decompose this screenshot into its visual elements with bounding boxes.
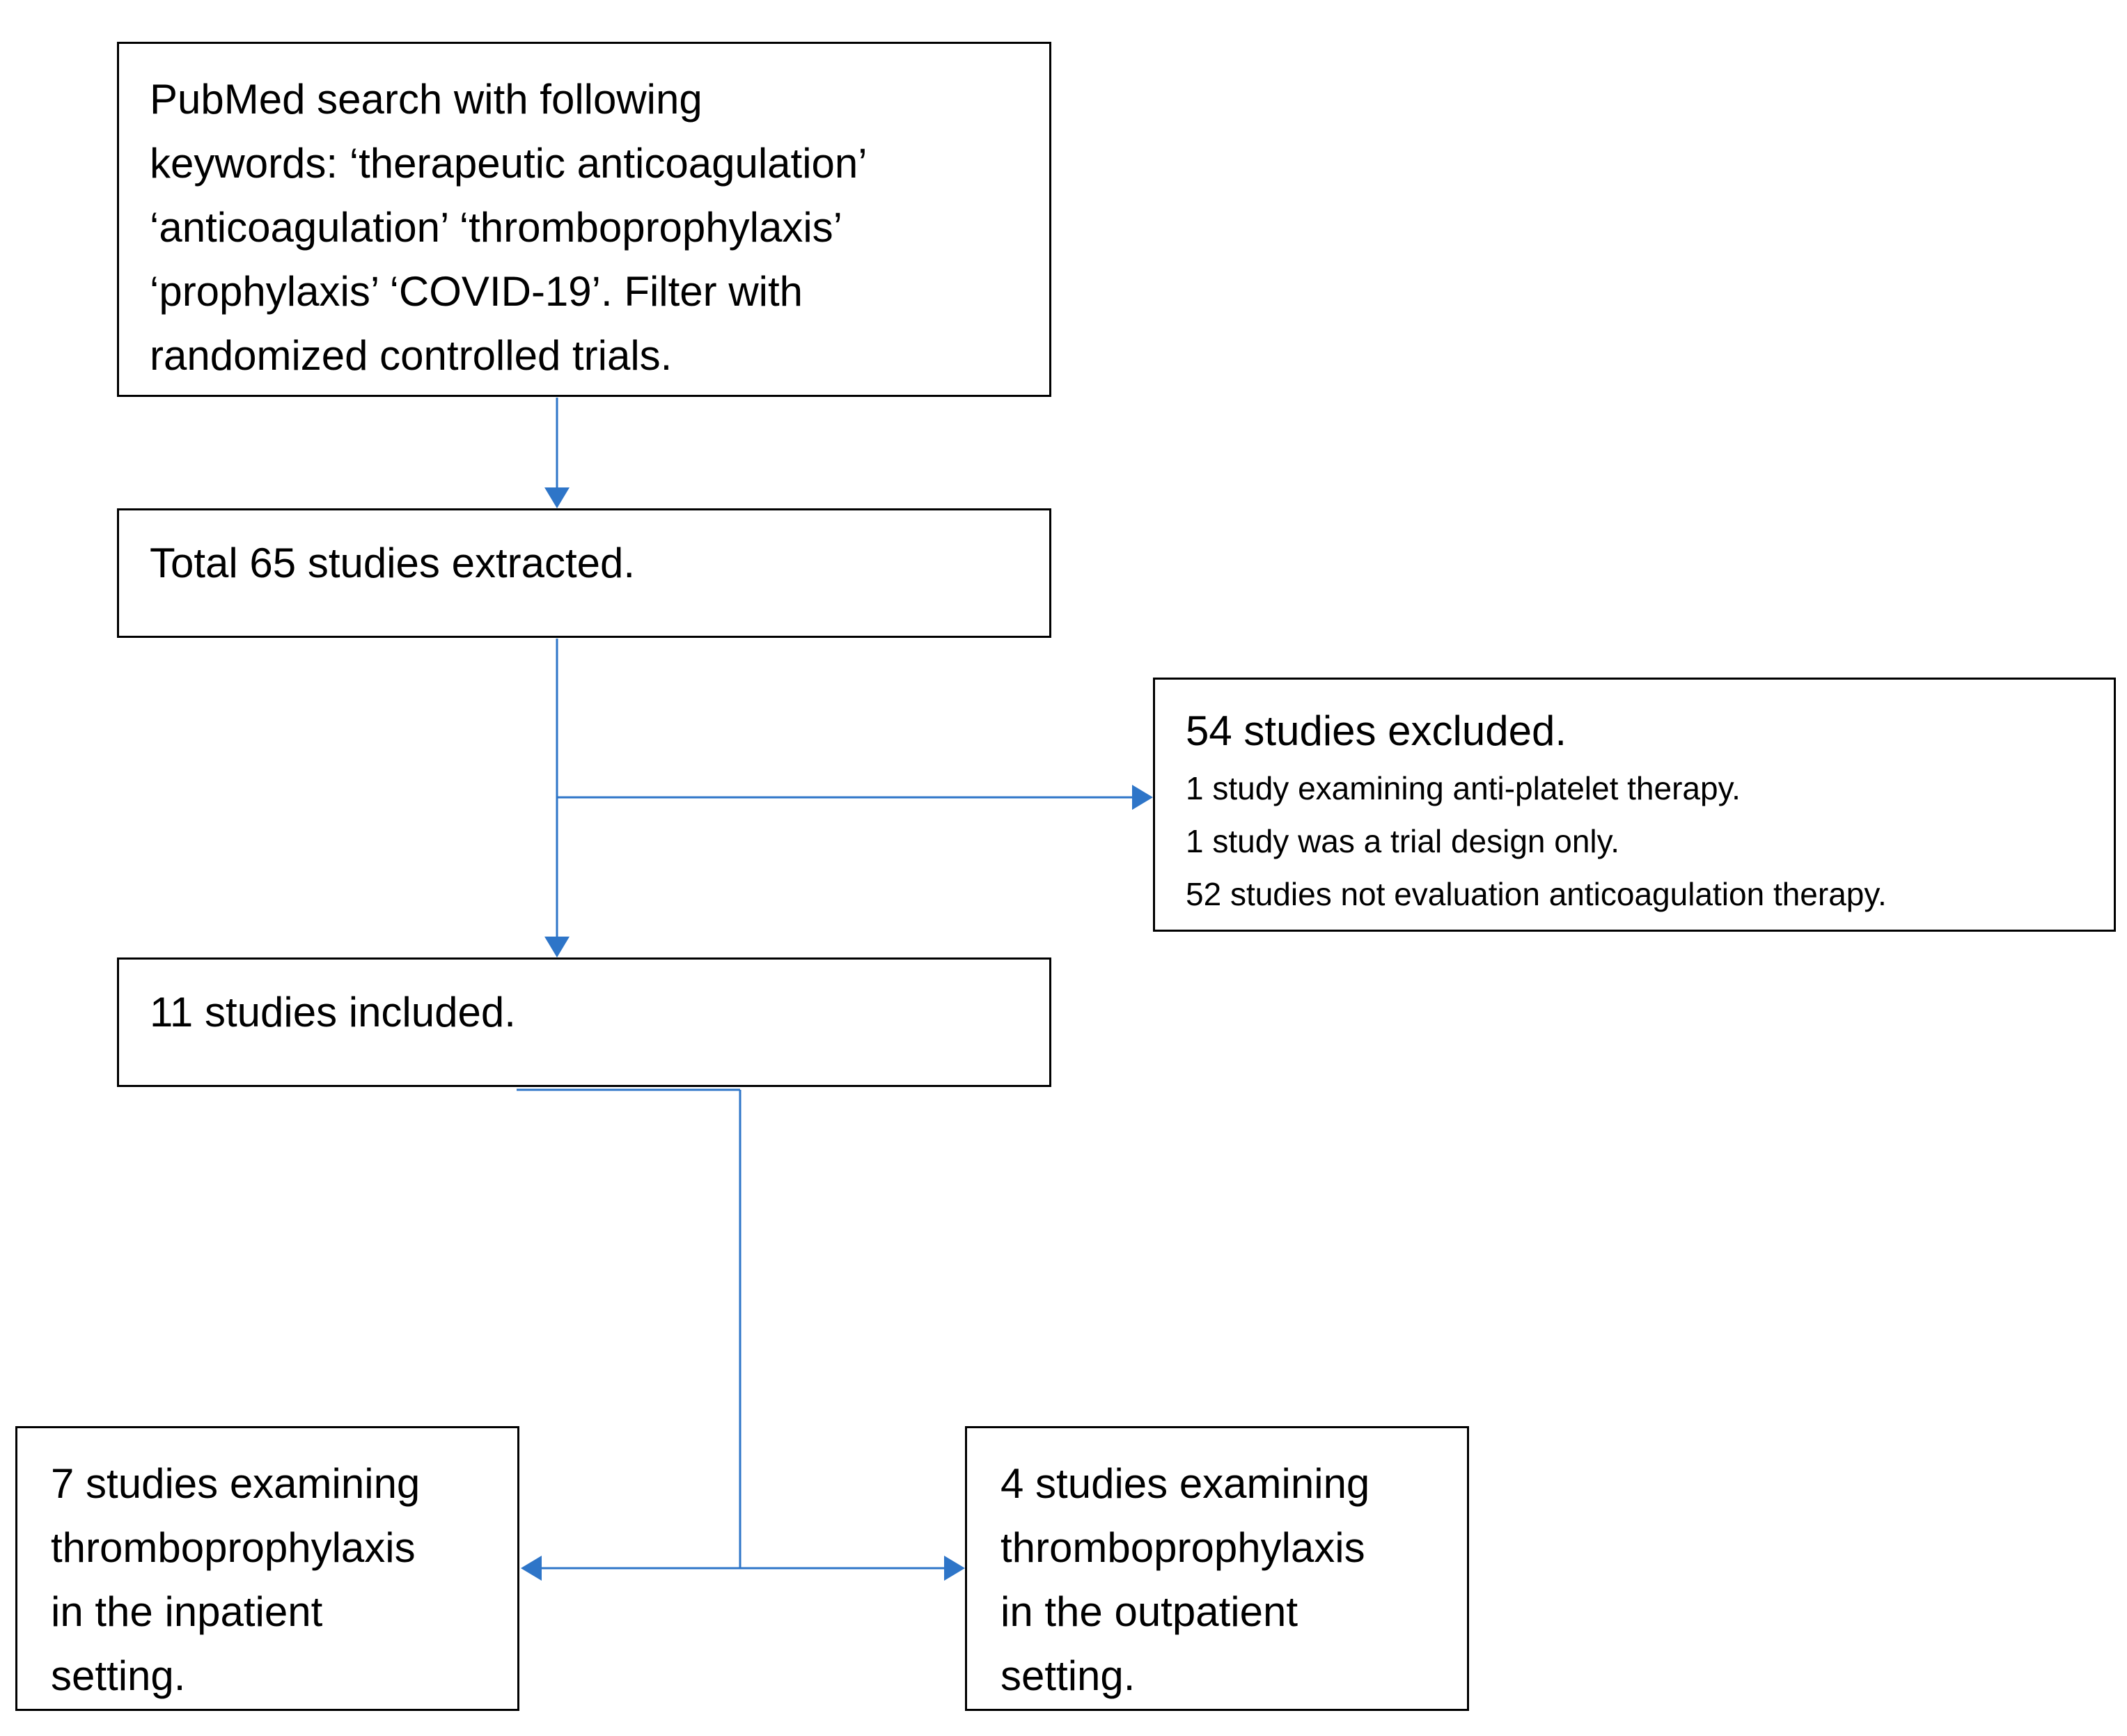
search-criteria-box: PubMed search with following keywords: ‘…: [117, 42, 1051, 397]
outpatient-line: setting.: [1000, 1652, 1136, 1699]
total-extracted-box: Total 65 studies extracted.: [117, 508, 1051, 638]
search-criteria-line: randomized controlled trials.: [150, 332, 673, 379]
search-criteria-line: ‘anticoagulation’ ‘thromboprophylaxis’: [150, 204, 843, 251]
excluded-studies-box: 54 studies excluded. 1 study examining a…: [1153, 678, 2116, 932]
arrowhead-to-total: [544, 487, 570, 508]
search-criteria-line: keywords: ‘therapeutic anticoagulation’: [150, 140, 868, 187]
exclusion-reason: 1 study examining anti-platelet therapy.: [1186, 770, 1741, 806]
arrowhead-to-excluded: [1132, 785, 1153, 810]
arrowhead-to-inpatient: [521, 1556, 542, 1581]
excluded-heading: 54 studies excluded.: [1186, 707, 1567, 754]
outpatient-studies-box: 4 studies examining thromboprophylaxis i…: [965, 1426, 1469, 1711]
total-extracted-text: Total 65 studies extracted.: [150, 540, 636, 586]
arrowhead-to-included: [544, 937, 570, 957]
search-criteria-line: ‘prophylaxis’ ‘COVID-19’. Filter with: [150, 268, 803, 315]
inpatient-line: thromboprophylaxis: [51, 1524, 416, 1571]
inpatient-line: in the inpatient: [51, 1588, 323, 1635]
outpatient-line: in the outpatient: [1000, 1588, 1298, 1635]
outpatient-line: thromboprophylaxis: [1000, 1524, 1365, 1571]
included-studies-box: 11 studies included.: [117, 957, 1051, 1087]
outpatient-line: 4 studies examining: [1000, 1460, 1370, 1507]
inpatient-line: 7 studies examining: [51, 1460, 421, 1507]
arrowhead-to-outpatient: [944, 1556, 965, 1581]
inpatient-studies-box: 7 studies examining thromboprophylaxis i…: [15, 1426, 519, 1711]
exclusion-reason: 52 studies not evaluation anticoagulatio…: [1186, 876, 1887, 912]
search-criteria-line: PubMed search with following: [150, 76, 703, 123]
included-studies-text: 11 studies included.: [150, 989, 516, 1035]
exclusion-reason: 1 study was a trial design only.: [1186, 823, 1620, 859]
inpatient-line: setting.: [51, 1652, 186, 1699]
